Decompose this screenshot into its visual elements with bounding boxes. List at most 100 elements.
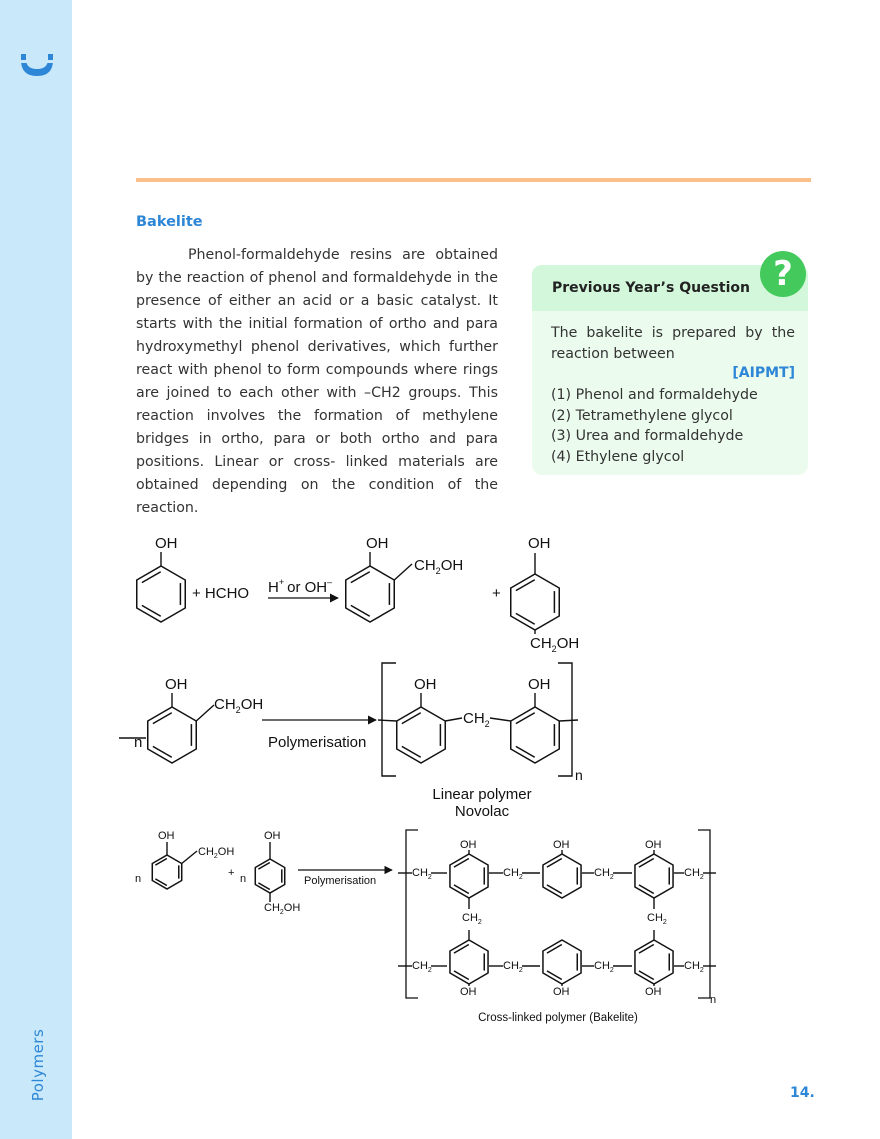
- bond: [195, 704, 215, 722]
- pyq-exam-tag: [AIPMT]: [732, 365, 795, 381]
- oh-label: OH: [460, 986, 477, 998]
- double-bond: [401, 712, 422, 725]
- double-bond: [515, 712, 536, 725]
- double-bond: [638, 943, 655, 954]
- catalyst-label: H+or OH–: [268, 577, 332, 596]
- methylene-label: CH2: [503, 960, 523, 974]
- repeat-n-label: n: [135, 873, 141, 885]
- double-bond: [546, 857, 563, 868]
- pyq-option: (2) Tetramethylene glycol: [551, 407, 733, 424]
- reaction-linear-polymer: OH CH2OH n Polymerisation OH OH CH2 n Li…: [134, 676, 583, 820]
- polymerisation-label: Polymerisation: [268, 734, 366, 751]
- double-bond: [638, 857, 655, 868]
- double-bond: [154, 878, 168, 887]
- double-bond: [152, 712, 173, 725]
- unacademy-logo-icon: [21, 54, 53, 76]
- polymer-subscript-n: n: [575, 767, 583, 783]
- pyq-question: The bakelite is prepared by the reaction…: [551, 325, 795, 362]
- ch2oh-label: CH2OH: [214, 696, 263, 715]
- oh-label: OH: [414, 676, 437, 693]
- double-bond: [257, 882, 271, 891]
- double-bond: [638, 970, 655, 981]
- right-bracket: [698, 829, 711, 999]
- double-bond: [515, 745, 536, 758]
- double-bond: [453, 857, 470, 868]
- benzene-ring: [449, 853, 489, 899]
- bond: [559, 719, 579, 722]
- plus-sign: +: [228, 867, 234, 879]
- double-bond: [141, 571, 162, 584]
- methylene-label: CH2: [594, 960, 614, 974]
- repeat-n-label: n: [240, 873, 246, 885]
- right-bracket: [558, 662, 573, 777]
- benzene-ring: [151, 854, 183, 890]
- oh-label: OH: [645, 986, 662, 998]
- oh-label: OH: [528, 676, 551, 693]
- repeat-n-label: n: [134, 734, 142, 751]
- reaction-cross-linked-polymer: OH CH2OH n + n OH CH2OH Polymerisation n…: [135, 830, 716, 1024]
- section-paragraph: Phenol-formaldehyde resins are obtained …: [136, 247, 498, 516]
- methylene-label: CH2: [462, 912, 482, 926]
- double-bond: [515, 612, 536, 625]
- header-rule: [136, 178, 811, 182]
- pyq-option: (1) Phenol and formaldehyde: [551, 387, 758, 403]
- benzene-ring: [542, 853, 582, 899]
- pyq-header: Previous Year’s Question ?: [532, 251, 808, 311]
- sidebar: Polymers: [0, 0, 72, 1139]
- double-bond: [453, 970, 470, 981]
- section-heading: Bakelite: [136, 214, 203, 230]
- methylene-label: CH2: [594, 867, 614, 881]
- benzene-ring: [136, 565, 186, 623]
- novolac-caption: Novolac: [455, 803, 510, 820]
- double-bond: [546, 884, 563, 895]
- pyq-option: (3) Urea and formaldehyde: [551, 428, 744, 444]
- benzene-ring: [345, 565, 395, 623]
- ch2oh-label: CH2OH: [264, 902, 300, 916]
- oh-label: OH: [264, 830, 281, 842]
- double-bond: [453, 884, 470, 895]
- reaction-phenol-formaldehyde: OH + HCHO H+or OH– OH CH2OH + OH CH2OH: [155, 535, 579, 654]
- oh-label: OH: [165, 676, 188, 693]
- ch2oh-label: CH2OH: [530, 635, 579, 654]
- methylene-label: CH2: [503, 867, 523, 881]
- pyq-title: Previous Year’s Question: [552, 280, 750, 296]
- oh-label: OH: [553, 986, 570, 998]
- benzene-ring: [396, 706, 446, 764]
- bond: [445, 717, 463, 722]
- methylene-label: CH2: [412, 960, 432, 974]
- ch2oh-label: CH2OH: [198, 846, 234, 860]
- methylene-label: CH2: [684, 960, 704, 974]
- double-bond: [546, 970, 563, 981]
- benzene-ring: [634, 939, 674, 985]
- double-bond: [152, 745, 173, 758]
- left-bracket: [405, 829, 418, 999]
- bond: [393, 563, 413, 581]
- oh-label: OH: [553, 839, 570, 851]
- double-bond: [401, 745, 422, 758]
- oh-label: OH: [366, 535, 389, 552]
- plus-sign: +: [492, 585, 501, 602]
- methylene-label: CH2: [647, 912, 667, 926]
- double-bond: [638, 884, 655, 895]
- oh-label: OH: [158, 830, 175, 842]
- previous-year-question-box: Previous Year’s Question ? The bakelite …: [532, 251, 808, 475]
- hcho-reagent: + HCHO: [192, 585, 249, 602]
- double-bond: [154, 857, 168, 866]
- question-mark-icon: ?: [760, 251, 806, 297]
- cross-linked-caption: Cross-linked polymer (Bakelite): [478, 1012, 638, 1024]
- double-bond: [515, 579, 536, 592]
- methylene-bridge-label: CH2: [463, 710, 490, 729]
- methylene-label: CH2: [412, 867, 432, 881]
- pyq-option: (4) Ethylene glycol: [551, 448, 685, 465]
- oh-label: OH: [155, 535, 178, 552]
- benzene-ring: [449, 939, 489, 985]
- benzene-ring: [542, 939, 582, 985]
- linear-polymer-caption: Linear polymer: [432, 786, 531, 803]
- double-bond: [546, 943, 563, 954]
- bond: [181, 850, 198, 865]
- oh-label: OH: [460, 839, 477, 851]
- left-bracket: [381, 662, 396, 777]
- double-bond: [257, 861, 271, 870]
- double-bond: [350, 571, 371, 584]
